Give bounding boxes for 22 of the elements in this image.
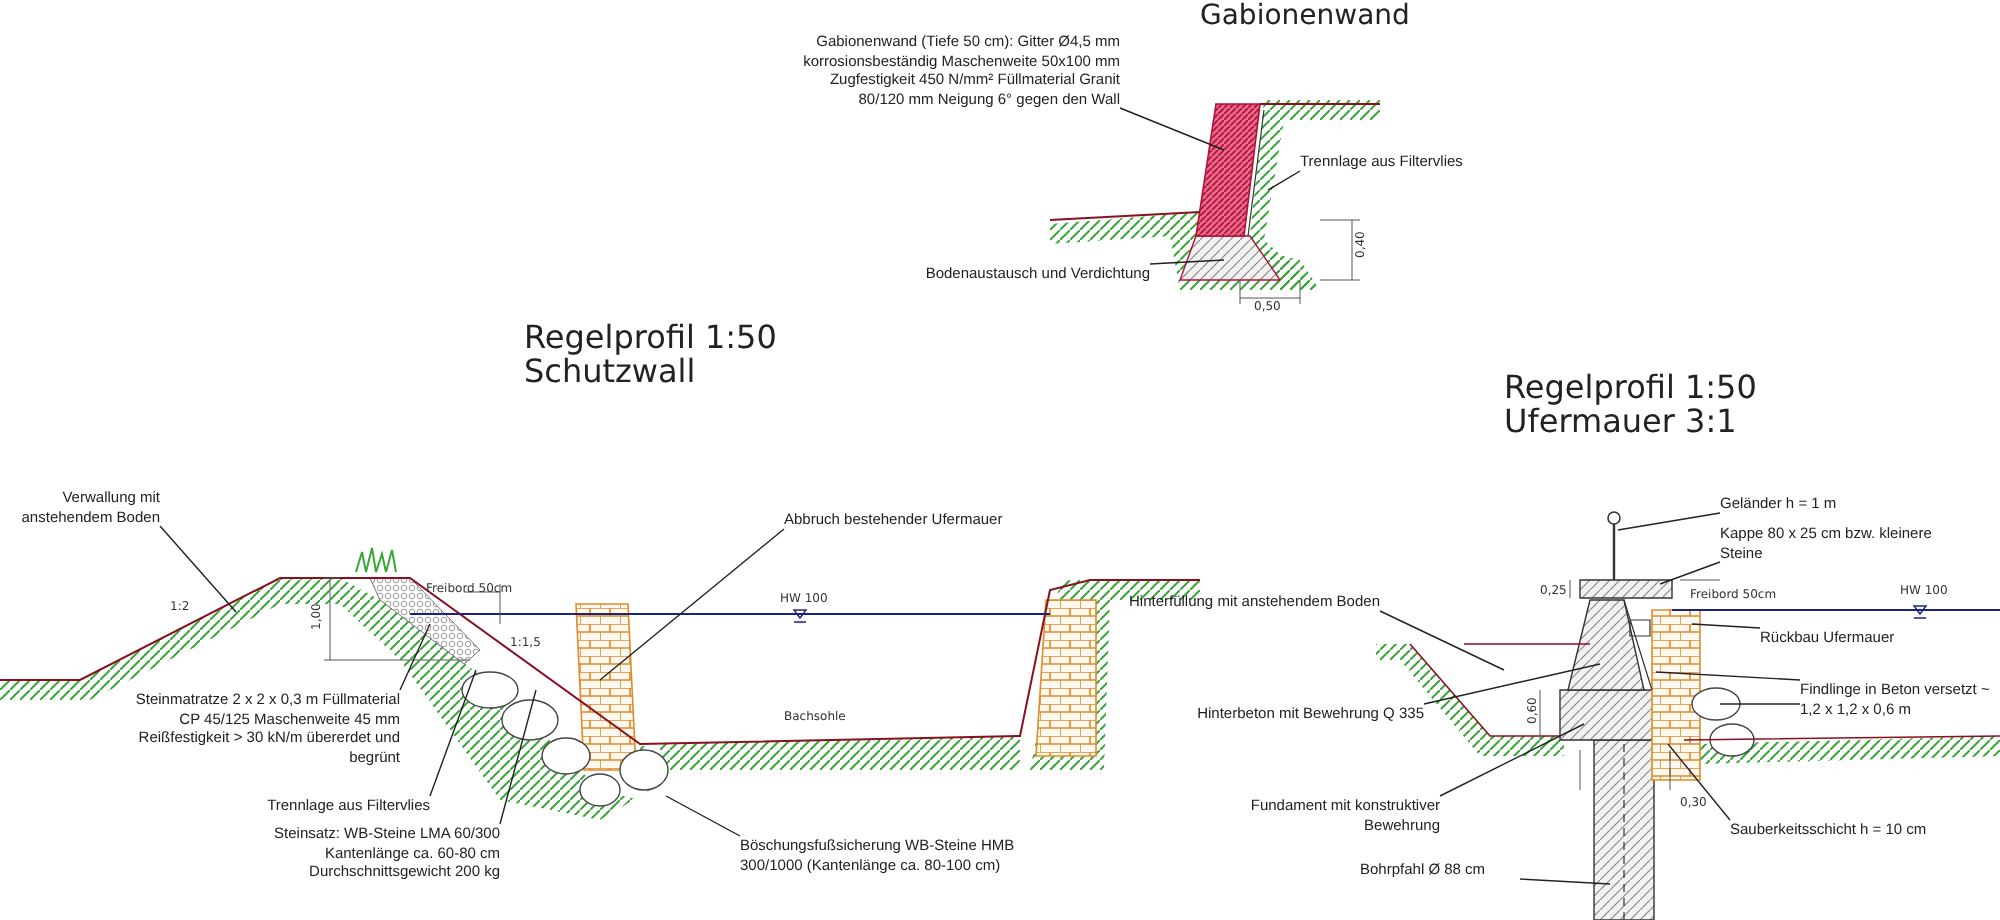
leader-line [1519, 878, 1611, 885]
leader-line [1667, 743, 1731, 821]
leader-line [159, 525, 237, 613]
leader-line [1267, 170, 1301, 191]
leader-line [599, 528, 785, 681]
leader-line [1655, 671, 1801, 681]
section-title: Schutzwall [524, 354, 696, 388]
section-title: Ufermauer 3:1 [1504, 404, 1737, 438]
section-title: Regelprofil 1:50 [524, 320, 777, 354]
leader-line [399, 623, 431, 691]
leader-line [1379, 610, 1505, 671]
leader-line [1617, 512, 1721, 531]
leader-line [1719, 703, 1801, 705]
leader-line [1691, 623, 1761, 629]
leader-line [1423, 663, 1601, 705]
leader-line [1439, 723, 1585, 797]
leader-line [1659, 561, 1721, 585]
section-title: Regelprofil 1:50 [1504, 370, 1757, 404]
leader-line [429, 669, 477, 797]
leader-line [1119, 107, 1225, 151]
leader-line [665, 795, 741, 837]
section-title: Gabionenwand [1200, 0, 1410, 34]
